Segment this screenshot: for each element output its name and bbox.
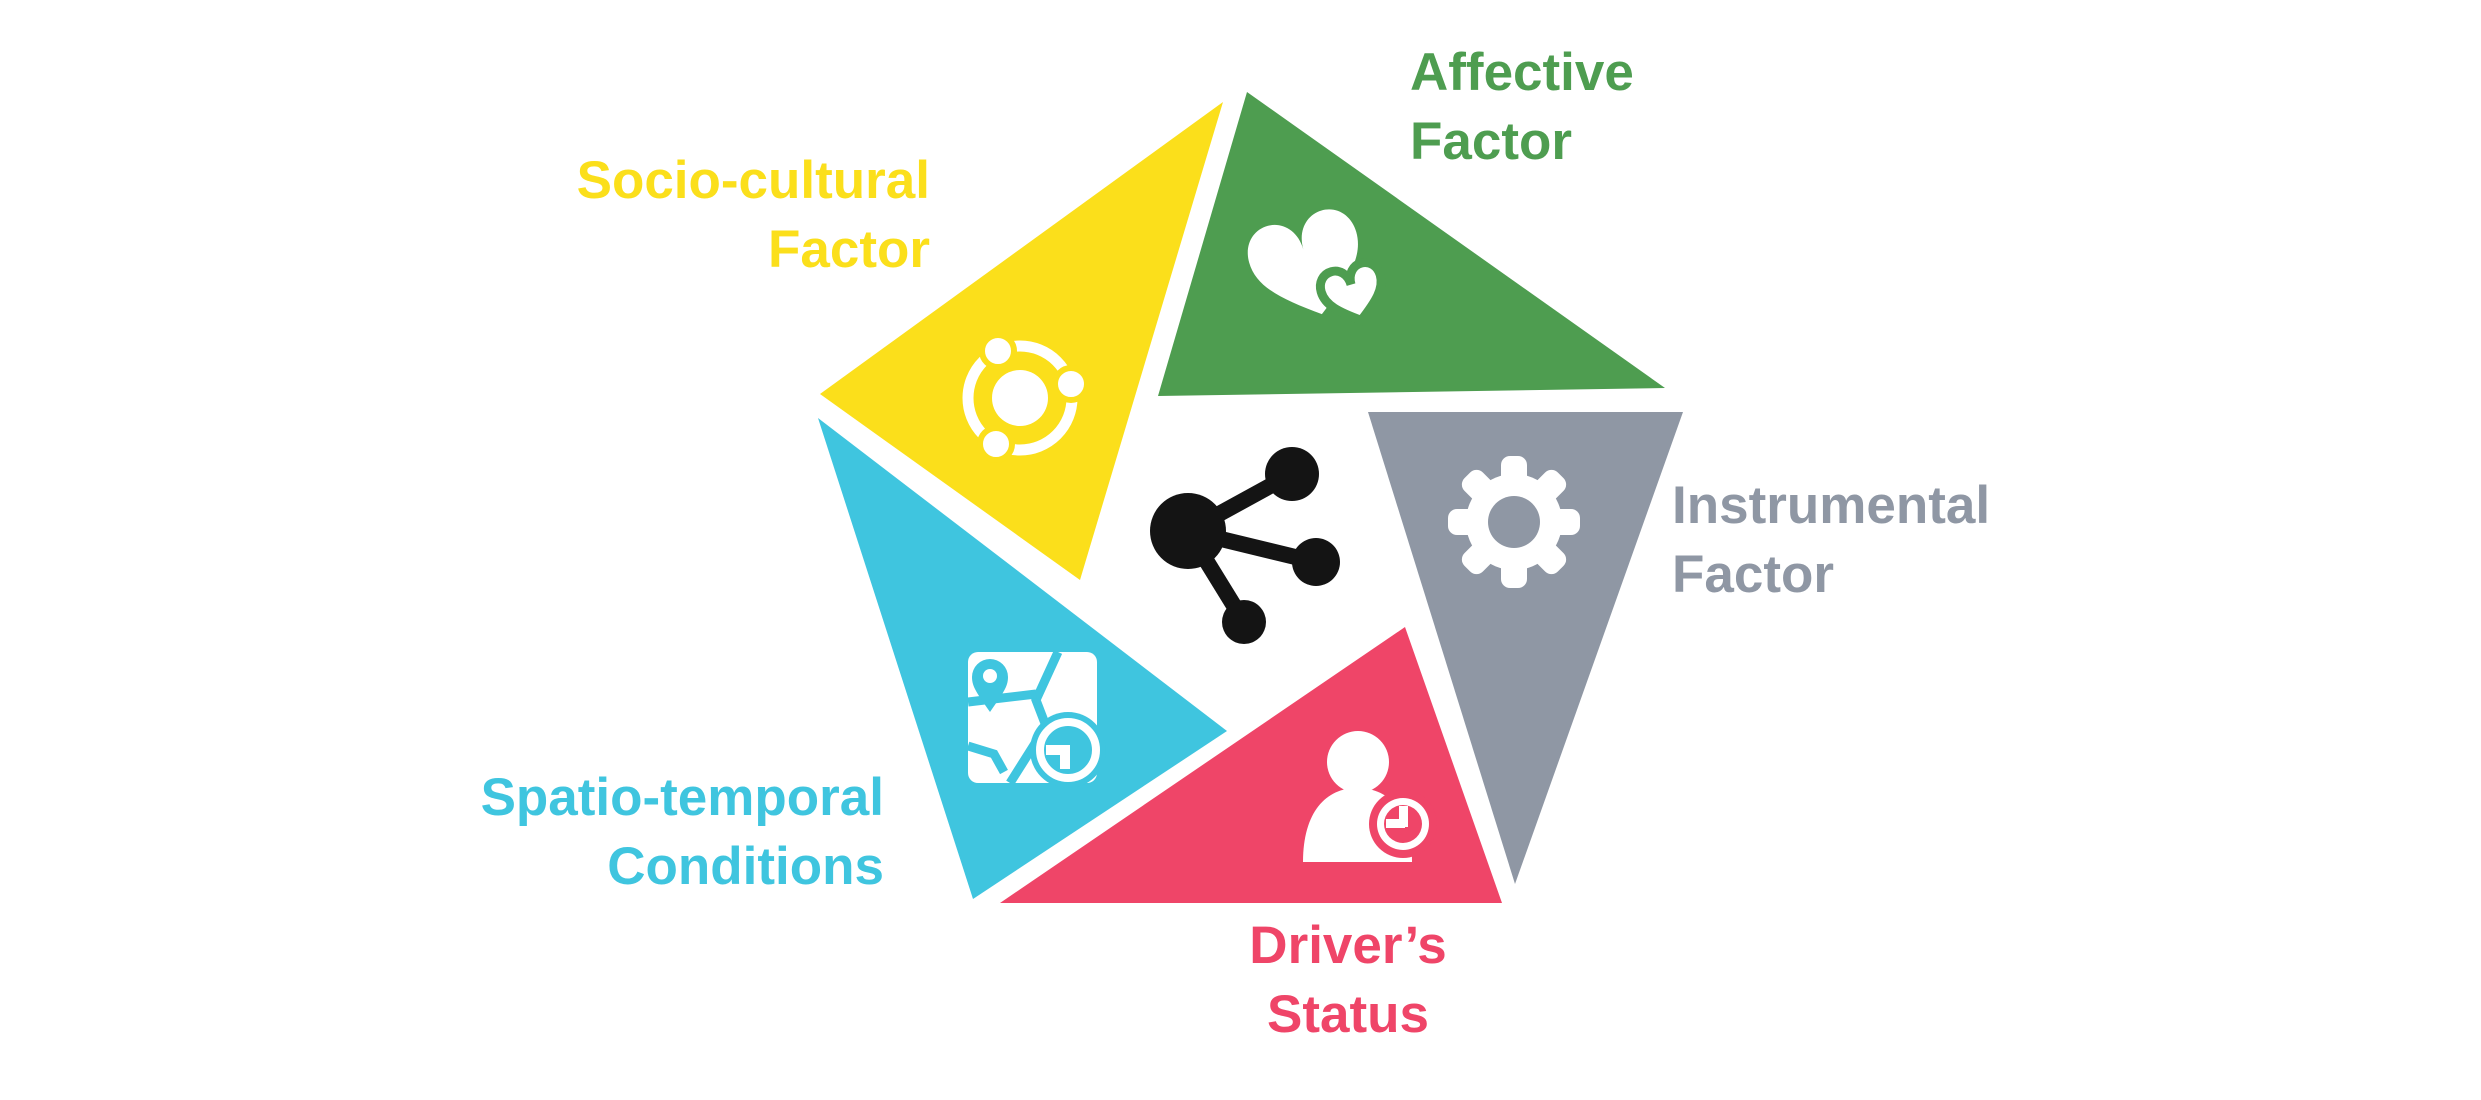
community-dot-1: [979, 332, 1017, 370]
map-clock-hand-left: [1046, 745, 1070, 755]
hub-node-main: [1150, 493, 1226, 569]
segment-socio-cultural: [820, 102, 1223, 580]
map-clock-hand-down: [1060, 745, 1070, 769]
clock-badge-hand-left: [1386, 819, 1405, 828]
person-head: [1327, 731, 1389, 793]
label-affective-factor: Affective Factor: [1410, 43, 1634, 171]
community-icon: [962, 332, 1090, 463]
map-clock-ring: [1036, 718, 1100, 782]
person-clock-icon: [1303, 731, 1437, 862]
instrumental-triangle: [1368, 412, 1683, 884]
gear-icon: [1448, 456, 1580, 588]
label-drivers-status: Driver’s Status: [1249, 916, 1447, 1044]
map-pin: [972, 659, 1008, 712]
hearts-icon: [1247, 209, 1386, 326]
map-clock-icon: [966, 650, 1106, 788]
hub-node-1: [1265, 447, 1319, 501]
segment-affective: [1158, 92, 1665, 396]
label-socio-cultural-factor: Socio-cultural Factor: [576, 151, 930, 279]
segment-drivers-status: [1000, 627, 1502, 903]
gear-hole: [1488, 496, 1540, 548]
map-road-lower: [966, 741, 1008, 775]
community-dot-3: [977, 425, 1015, 463]
community-center-dot: [992, 370, 1048, 426]
segment-spatio-temporal: [818, 418, 1227, 899]
network-hub-icon: [1150, 447, 1340, 644]
community-dot-2: [1052, 365, 1090, 403]
map-road-left: [967, 689, 1037, 707]
hub-node-2: [1292, 538, 1340, 586]
label-spatio-temporal-conditions: Spatio-temporal Conditions: [480, 768, 884, 896]
label-instrumental-factor: Instrumental Factor: [1672, 476, 1991, 604]
clock-badge-hand-up: [1399, 806, 1408, 827]
segment-instrumental: [1368, 412, 1683, 884]
affective-triangle: [1158, 92, 1665, 396]
small-heart: [1315, 258, 1386, 326]
map-pin-hole: [983, 669, 997, 683]
hub-node-3: [1222, 600, 1266, 644]
map-road-diagonal: [1006, 650, 1063, 786]
